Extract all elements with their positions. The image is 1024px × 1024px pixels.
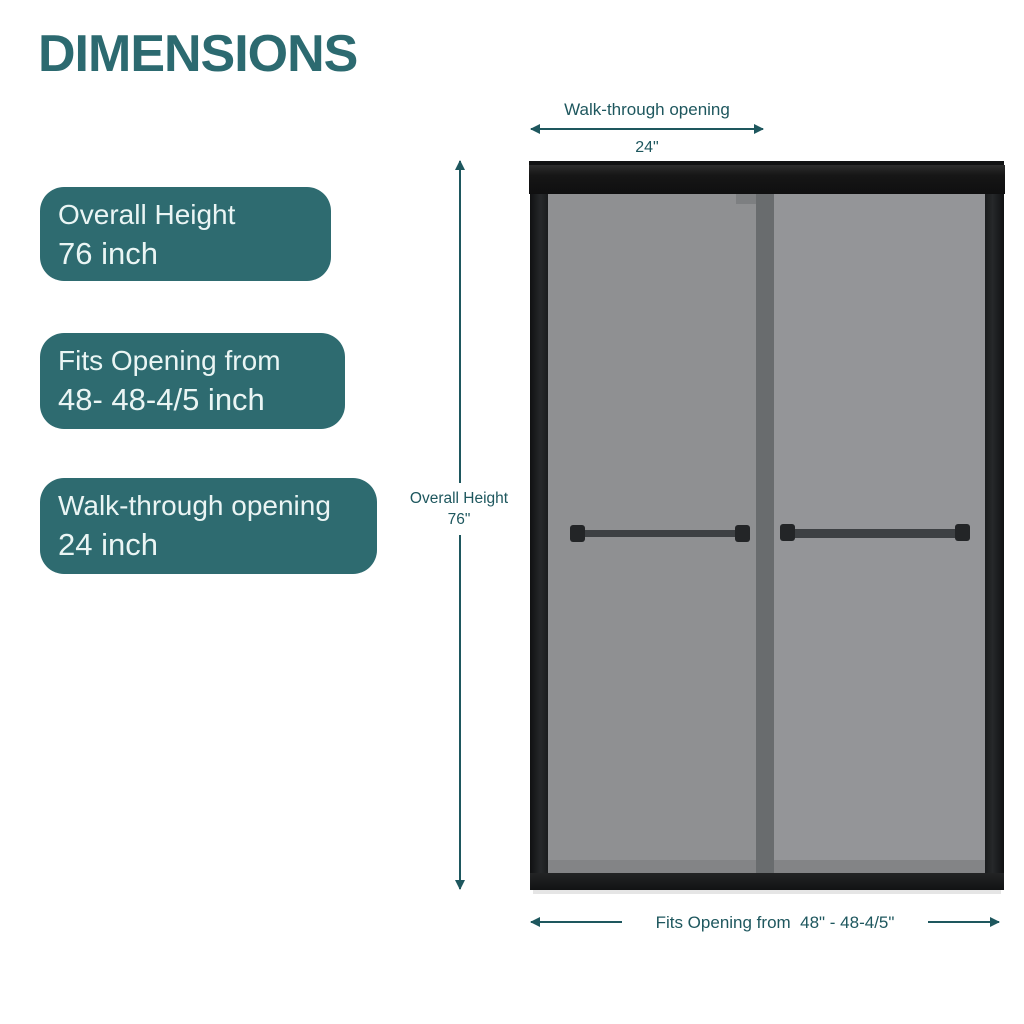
shower-door-illustration [529,161,1005,894]
spec-box-value: 48- 48-4/5 inch [58,382,265,417]
spec-box-overall-height: Overall Height 76 inch [40,187,331,281]
back-panel-top-edge [736,194,756,204]
spec-box-value: 76 inch [58,236,158,271]
spec-box-fits-opening: Fits Opening from 48- 48-4/5 inch [40,333,345,429]
handle-end-cap [735,525,750,542]
door-bottom-rail [530,873,1004,890]
towel-bar-right [780,524,970,541]
door-shadow [533,890,1001,894]
spec-box-label: Fits Opening from [58,345,281,376]
overall-height-dim-label: Overall Height 76" [389,483,529,535]
walkthrough-dim-label: Walk-through opening [564,100,730,119]
door-header-rail [529,165,1005,194]
handle-end-cap [570,525,585,542]
center-divider-rail [756,194,774,873]
handle-end-cap [955,524,970,541]
handle-end-cap [780,524,795,541]
towel-bar-left [570,525,750,542]
spec-box-label: Overall Height [58,199,236,230]
spec-box-walkthrough: Walk-through opening 24 inch [40,478,377,574]
door-right-frame [985,194,1004,873]
overall-height-value-text: 76" [447,511,471,528]
spec-box-label: Walk-through opening [58,490,331,521]
spec-box-value: 24 inch [58,527,158,562]
fits-opening-dim-label: Fits Opening from 48" - 48-4/5" [622,911,928,935]
walkthrough-dim-value: 24" [635,139,659,156]
page-title: DIMENSIONS [38,25,358,83]
door-left-frame [530,194,548,873]
walkthrough-dim-arrow-icon [530,124,764,134]
overall-height-label-text: Overall Height [409,490,509,507]
door-top-lip [529,161,1004,165]
